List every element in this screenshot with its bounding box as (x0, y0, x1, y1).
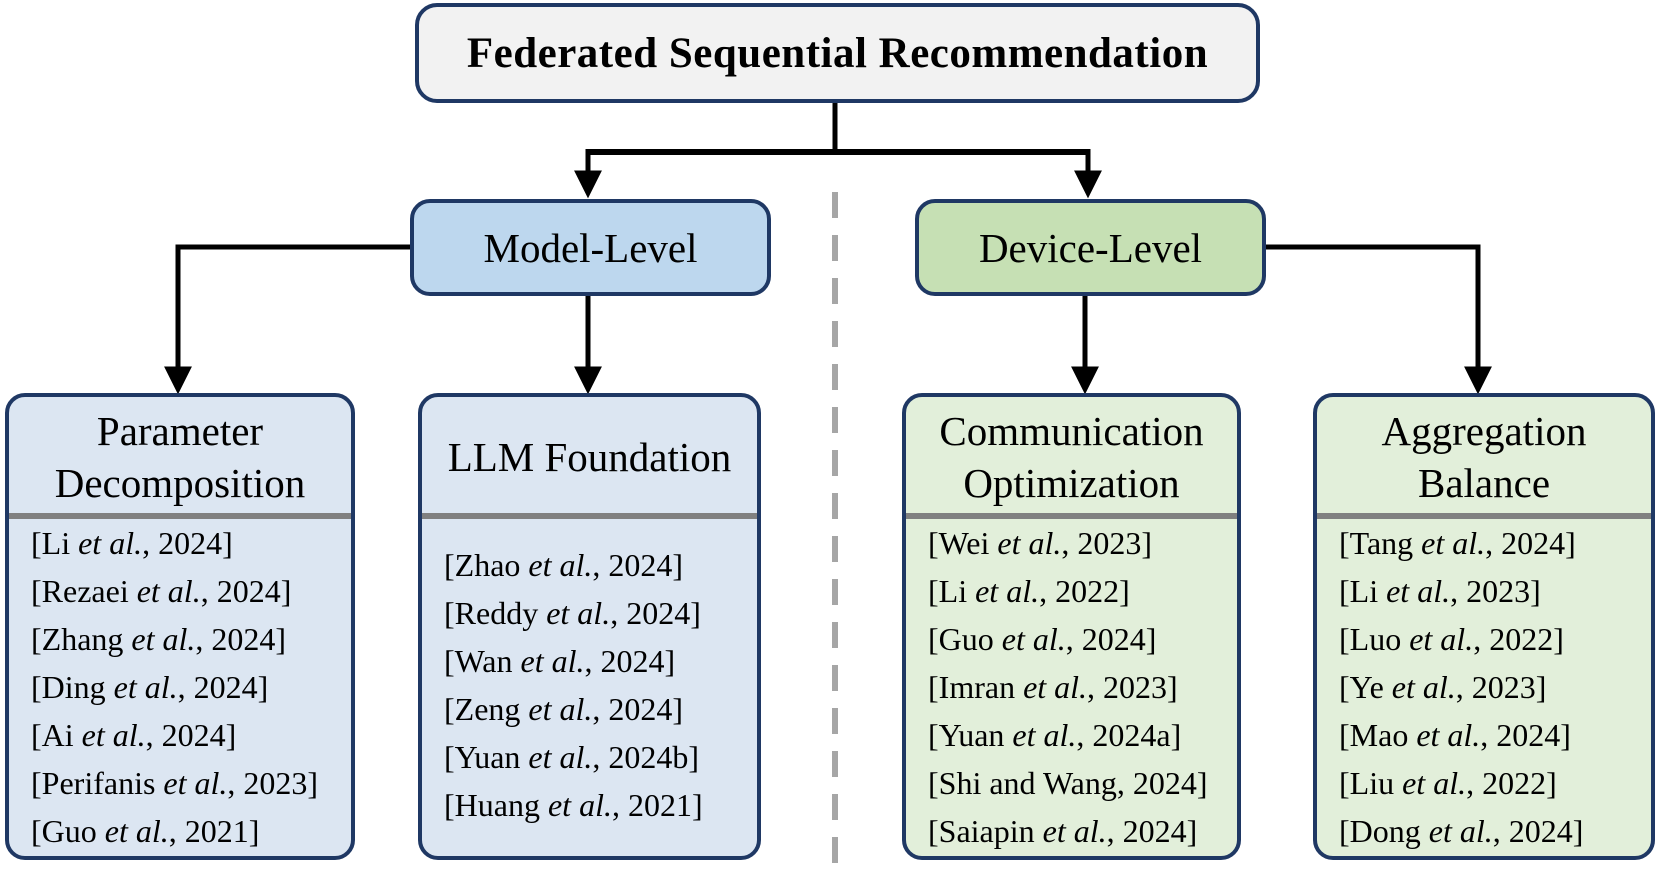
category-separator (422, 513, 757, 519)
branch-node-label: Model-Level (483, 224, 698, 271)
citation-item: [Yuan et al., 2024a] (928, 717, 1182, 753)
citation-item: [Yuan et al., 2024b] (444, 738, 700, 775)
category-separator (9, 513, 351, 519)
citation-item: [Ding et al., 2024] (31, 669, 269, 705)
category-separator (1317, 513, 1651, 519)
citation-item: [Mao et al., 2024] (1339, 717, 1571, 753)
citation-item: [Shi and Wang, 2024] (928, 765, 1208, 801)
citation-item: [Zhang et al., 2024] (31, 621, 287, 657)
category-separator (906, 513, 1237, 519)
category-node-communication-optimization: Communication Optimization [Wei et al., … (902, 393, 1241, 860)
branch-node-model-level: Model-Level (410, 199, 771, 296)
citation-item: [Dong et al., 2024] (1339, 813, 1584, 849)
citation-list: [Tang et al., 2024] [Li et al., 2023] [Luo… (1317, 519, 1651, 856)
connector-model-to-parameter-decomposition (164, 244, 410, 395)
citation-item: [Guo et al., 2021] (31, 813, 260, 849)
category-node-parameter-decomposition: Parameter Decomposition [Li et al., 2024… (5, 393, 355, 860)
citation-item: [Zeng et al., 2024] (444, 690, 684, 727)
category-node-llm-foundation: LLM Foundation [Zhao et al., 2024] [Reddy… (418, 393, 761, 860)
citation-item: [Zhao et al., 2024] (444, 546, 684, 583)
root-node-label: Federated Sequential Recommendation (466, 29, 1209, 77)
branch-node-device-level: Device-Level (915, 199, 1266, 296)
connector-device-to-aggregation-balance (1266, 244, 1492, 395)
citation-item: [Luo et al., 2022] (1339, 621, 1564, 657)
root-node-federated-sequential-recommendation: Federated Sequential Recommendation (415, 3, 1260, 103)
citation-item: [Li et al., 2022] (928, 573, 1130, 609)
citation-list: [Zhao et al., 2024] [Reddy et al., 2024] [… (422, 519, 757, 856)
citation-item: [Saiapin et al., 2024] (928, 813, 1198, 849)
category-title: Aggregation Balance (1381, 407, 1587, 506)
category-node-aggregation-balance: Aggregation Balance [Tang et al., 2024][… (1313, 393, 1655, 860)
branch-node-label: Device-Level (978, 224, 1203, 271)
citation-item: [Wan et al., 2024] (444, 642, 676, 679)
citation-item: [Huang et al., 2021] (444, 786, 703, 823)
citation-list: [Li et al., 2024] [Rezaei et al., 2024] [Z… (9, 519, 351, 856)
citation-item: [Rezaei et al., 2024] (31, 573, 292, 609)
citation-item: [Tang et al., 2024] (1339, 525, 1576, 561)
citation-item: [Ai et al., 2024] (31, 717, 237, 753)
citation-item: [Ye et al., 2023] (1339, 669, 1547, 705)
category-title: LLM Foundation (447, 433, 732, 480)
citation-item: [Imran et al., 2023] (928, 669, 1178, 705)
citation-item: [Perifanis et al., 2023] (31, 765, 319, 801)
citation-item: [Liu et al., 2022] (1339, 765, 1557, 801)
citation-list: [Wei et al., 2023] [Li et al., 2022] [Guo … (906, 519, 1237, 856)
citation-item: [Wei et al., 2023] (928, 525, 1153, 561)
citation-item: [Reddy et al., 2024] (444, 594, 701, 631)
citation-item: [Li et al., 2024] (31, 525, 233, 561)
category-title: Communication Optimization (939, 407, 1204, 506)
citation-item: [Guo et al., 2024] (928, 621, 1157, 657)
citation-item: [Li et al., 2023] (1339, 573, 1541, 609)
category-title: Parameter Decomposition (54, 407, 306, 506)
